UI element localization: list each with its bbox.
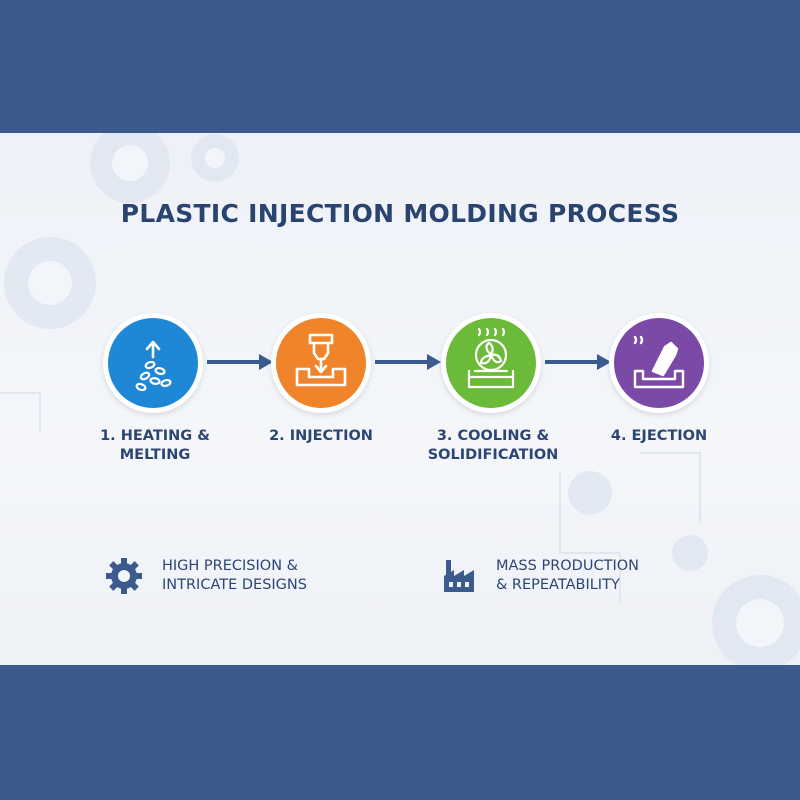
step-1-circle xyxy=(103,313,203,413)
step-3-circle xyxy=(441,313,541,413)
step-3-label: 3. COOLING & SOLIDIFICATION xyxy=(427,428,559,463)
background-gears-decoration xyxy=(0,133,800,665)
bottom-band xyxy=(0,665,800,800)
infographic-panel: PLASTIC INJECTION MOLDING PROCESS xyxy=(0,133,800,665)
feature-mass-production-text: MASS PRODUCTION & REPEATABILITY xyxy=(496,558,639,593)
arrow-3-to-4 xyxy=(545,354,611,370)
factory-icon xyxy=(444,560,474,592)
step-4-label: 4. EJECTION xyxy=(610,428,708,444)
step-2-circle xyxy=(271,313,371,413)
feature-precision-text: HIGH PRECISION & INTRICATE DESIGNS xyxy=(162,558,307,593)
arrow-1-to-2 xyxy=(207,354,273,370)
ejection-part-icon xyxy=(609,313,709,413)
top-band xyxy=(0,0,800,133)
arrow-2-to-3 xyxy=(375,354,441,370)
injection-nozzle-icon xyxy=(271,313,371,413)
gear-icon xyxy=(106,558,142,594)
page-title: PLASTIC INJECTION MOLDING PROCESS xyxy=(120,199,680,228)
step-1-label: 1. HEATING & MELTING xyxy=(100,428,210,463)
step-2-label: 2. INJECTION xyxy=(269,428,373,444)
step-4-circle xyxy=(609,313,709,413)
cooling-fan-icon xyxy=(441,313,541,413)
pellets-heat-icon xyxy=(103,313,203,413)
